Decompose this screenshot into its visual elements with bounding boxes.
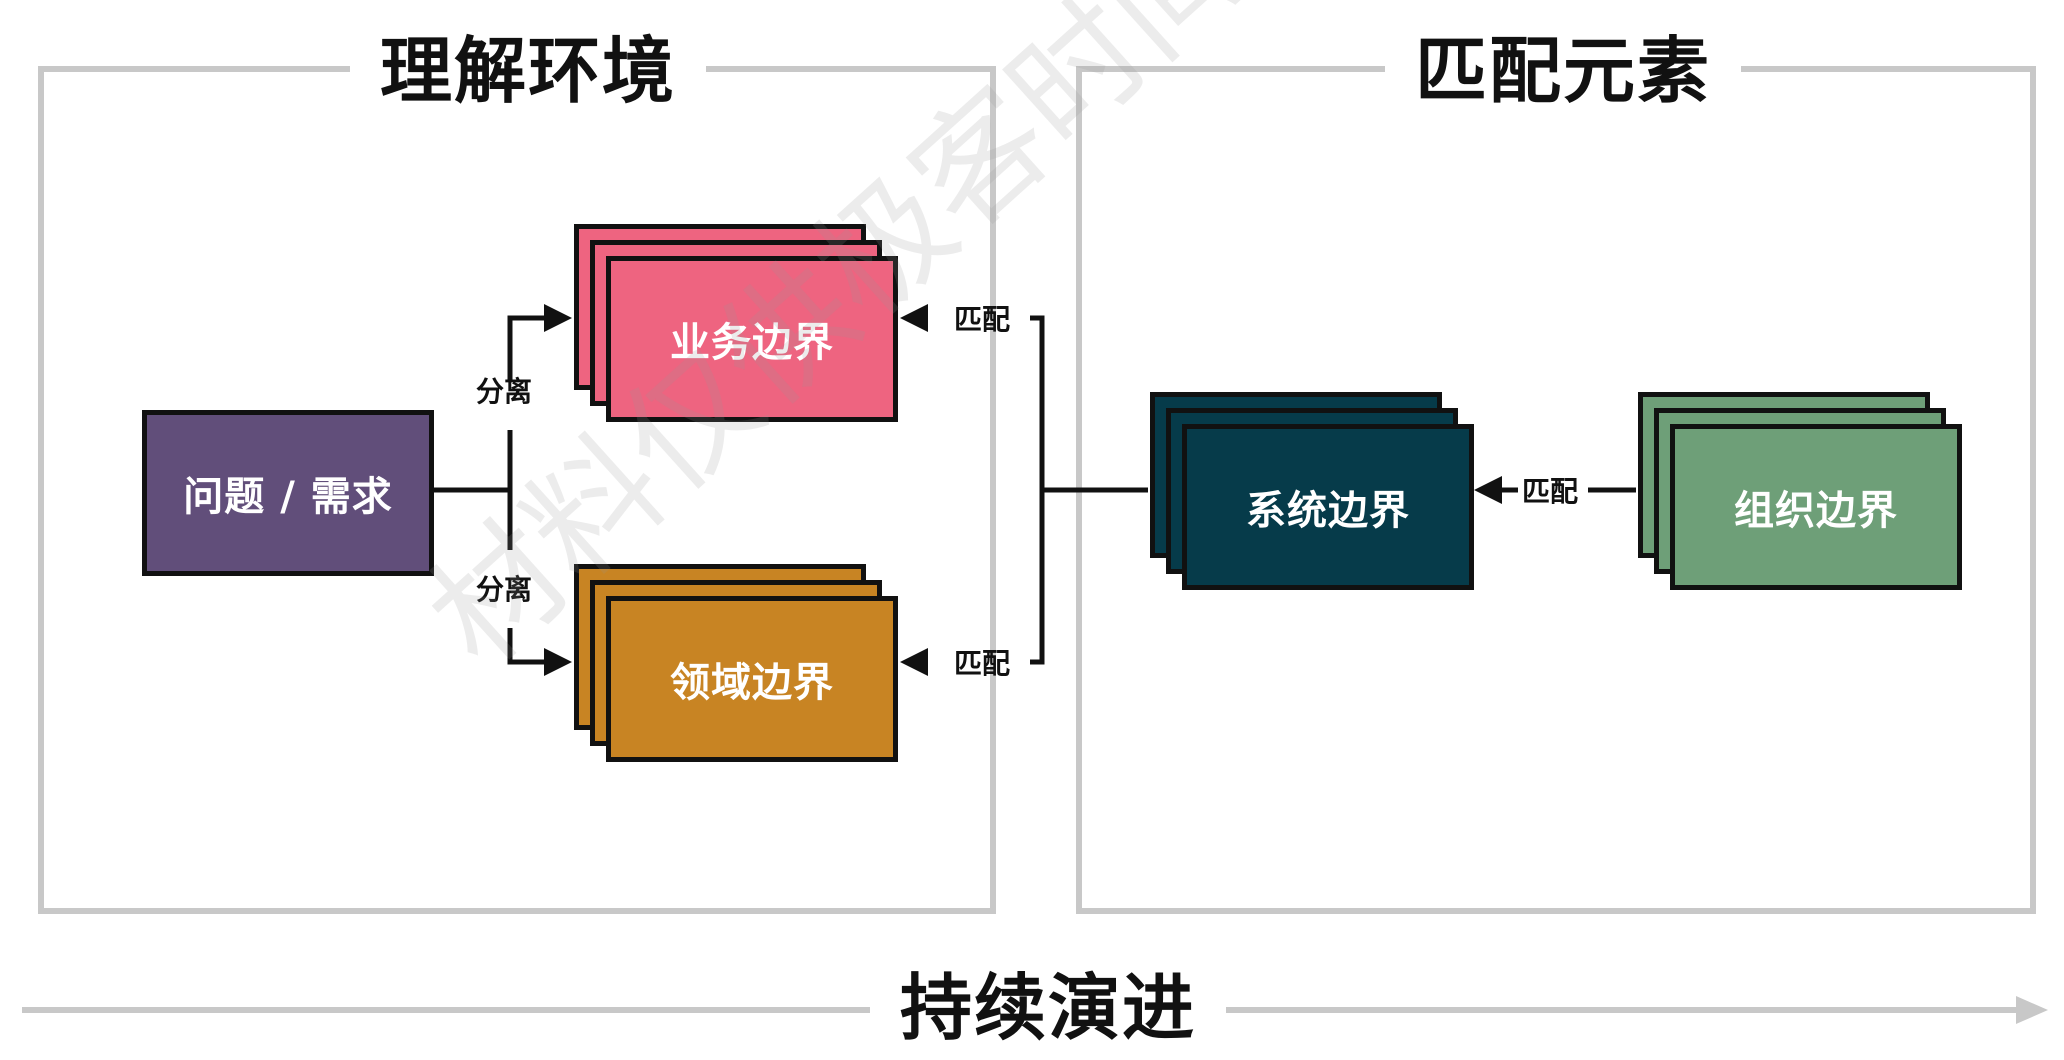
match-label-business: 匹配 — [954, 303, 1011, 336]
org-node — [1670, 424, 1962, 590]
business-node — [606, 256, 898, 422]
separate-label-bottom: 分离 — [476, 573, 533, 606]
footer-title: 持续演进 — [870, 972, 1227, 1044]
system-node-label: 系统边界 — [1246, 488, 1410, 534]
right-panel-title: 匹配元素 — [1385, 35, 1742, 107]
business-node-label: 业务边界 — [670, 320, 834, 366]
domain-node — [606, 596, 898, 762]
match-label-domain: 匹配 — [954, 647, 1011, 680]
separate-label-top: 分离 — [476, 375, 533, 408]
domain-node-label: 领域边界 — [670, 660, 834, 706]
match-label-system: 匹配 — [1522, 475, 1579, 508]
left-panel-title: 理解环境 — [350, 35, 707, 107]
system-node — [1182, 424, 1474, 590]
org-node-label: 组织边界 — [1734, 488, 1898, 534]
problem-node — [142, 410, 434, 576]
problem-node-label: 问题 / 需求 — [183, 474, 393, 520]
